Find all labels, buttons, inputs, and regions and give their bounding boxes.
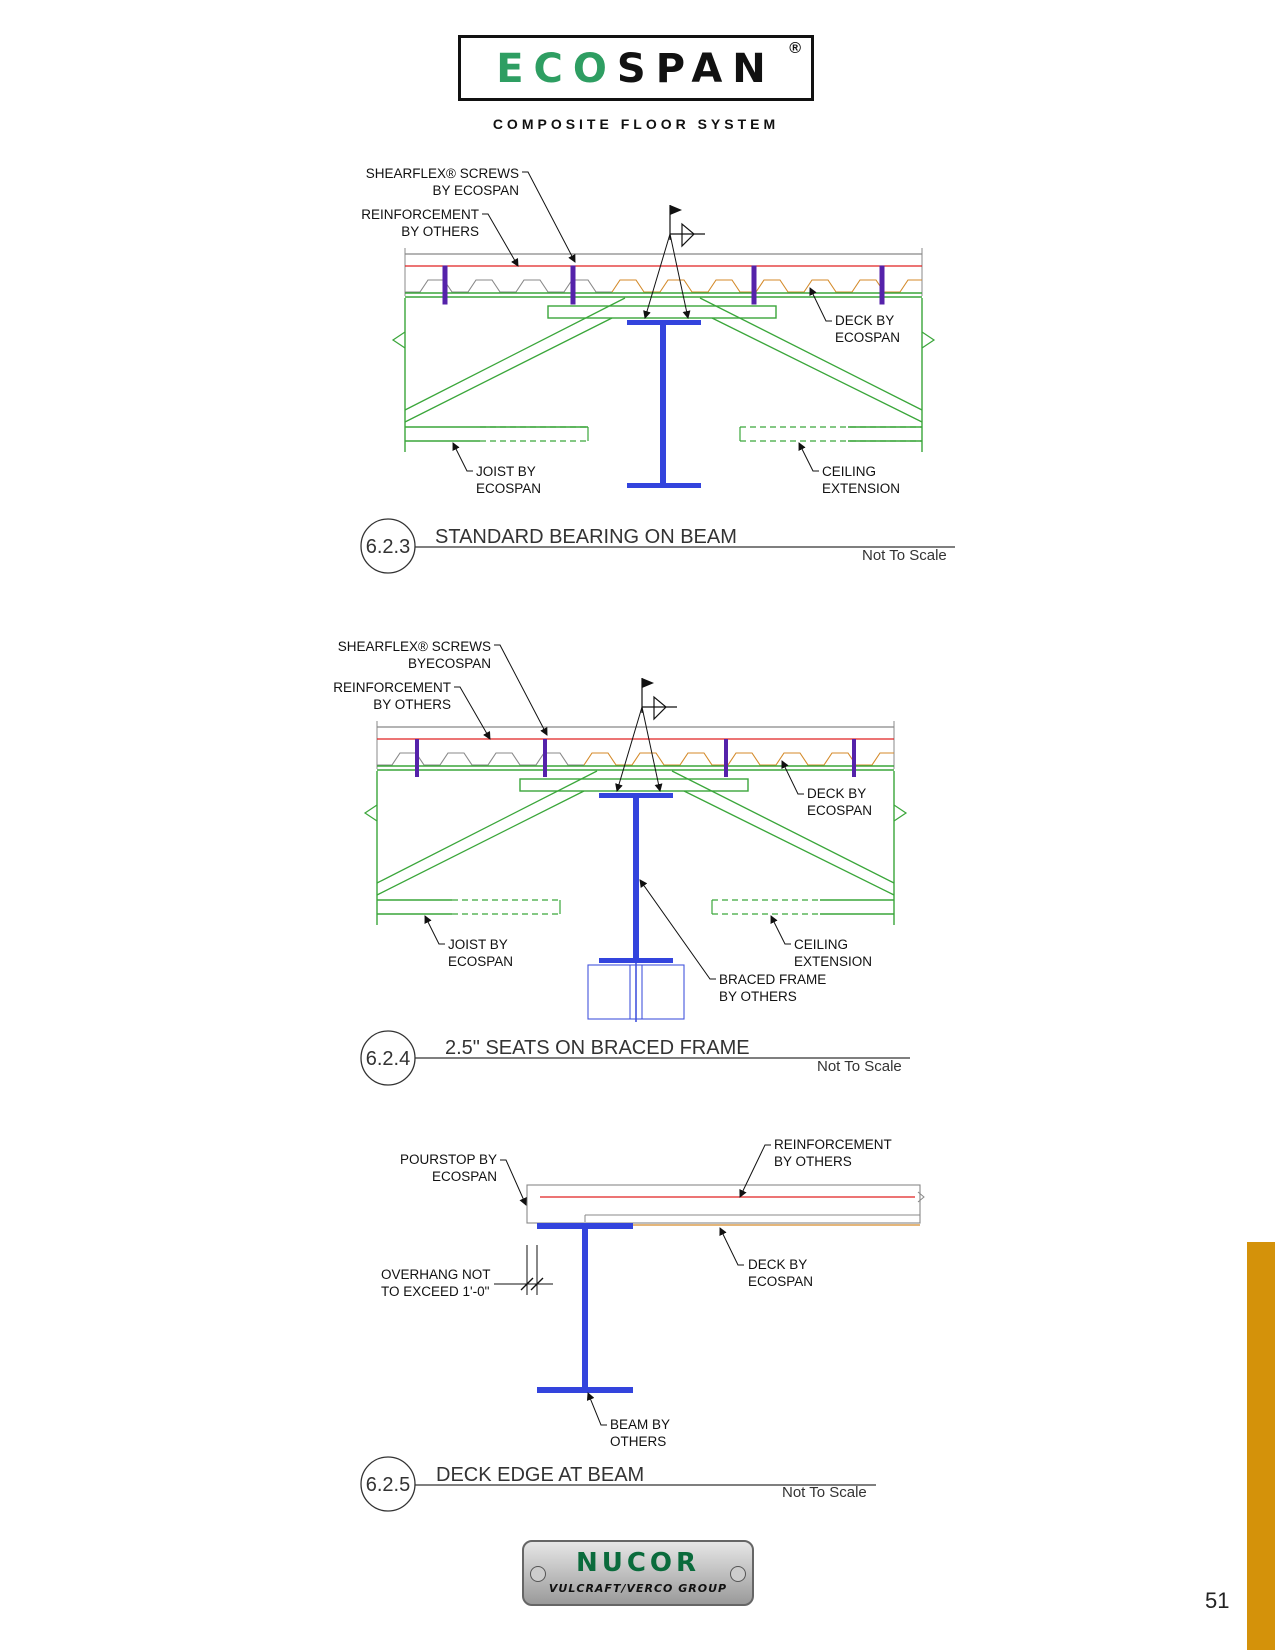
scale-note: Not To Scale xyxy=(817,1058,902,1075)
detail-6-2-4: SHEARFLEX® SCREWS BYECOSPAN REINFORCEMEN… xyxy=(333,639,910,1086)
label-deck-line1: DECK BY xyxy=(807,786,866,801)
label-ceiling-line1: CEILING xyxy=(794,937,848,952)
label-joist-line1: JOIST BY xyxy=(448,937,508,952)
nucor-wordmark: NUCOR xyxy=(575,1548,701,1578)
bolt-icon xyxy=(530,1566,546,1582)
label-reinforcement-line2: BY OTHERS xyxy=(401,224,479,239)
label-joist-line2: ECOSPAN xyxy=(476,481,541,496)
detail-number: 6.2.4 xyxy=(366,1048,410,1070)
label-joist-line1: JOIST BY xyxy=(476,464,536,479)
label-reinforcement-line1: REINFORCEMENT xyxy=(361,207,479,222)
detail-number: 6.2.5 xyxy=(366,1474,410,1496)
label-screws-line2: BYECOSPAN xyxy=(408,656,491,671)
detail-title: 2.5" SEATS ON BRACED FRAME xyxy=(445,1037,750,1059)
label-reinforcement-line2: BY OTHERS xyxy=(373,697,451,712)
label-reinforcement-line1: REINFORCEMENT xyxy=(333,680,451,695)
section-tab xyxy=(1247,1242,1275,1650)
logo-eco: ECO xyxy=(496,46,617,92)
label-overhang-line2: TO EXCEED 1'-0" xyxy=(381,1284,490,1299)
ecospan-logo: ECOSPAN ® xyxy=(458,35,814,101)
label-screws-line1: SHEARFLEX® SCREWS xyxy=(366,166,519,181)
logo-wordmark: ECOSPAN xyxy=(461,42,811,96)
label-deck-line2: ECOSPAN xyxy=(807,803,872,818)
logo-span: SPAN xyxy=(616,46,776,92)
detail-title: STANDARD BEARING ON BEAM xyxy=(435,526,737,548)
nucor-logo: NUCOR VULCRAFT/VERCO GROUP xyxy=(522,1540,754,1606)
scale-note: Not To Scale xyxy=(782,1484,867,1501)
label-deck-line2: ECOSPAN xyxy=(835,330,900,345)
label-joist-line2: ECOSPAN xyxy=(448,954,513,969)
logo-registered-mark: ® xyxy=(789,40,801,57)
bolt-icon xyxy=(730,1566,746,1582)
label-overhang-line1: OVERHANG NOT xyxy=(381,1267,491,1282)
label-pourstop-line2: ECOSPAN xyxy=(432,1169,497,1184)
label-beam-line2: OTHERS xyxy=(610,1434,666,1449)
detail-6-2-3: SHEARFLEX® SCREWS BY ECOSPAN REINFORCEME… xyxy=(360,166,955,574)
detail-6-2-5: POURSTOP BY ECOSPAN REINFORCEMENT BY OTH… xyxy=(360,1137,925,1512)
nucor-subtitle: VULCRAFT/VERCO GROUP xyxy=(548,1582,728,1595)
label-ceiling-line1: CEILING xyxy=(822,464,876,479)
label-beam-line1: BEAM BY xyxy=(610,1417,670,1432)
label-ceiling-line2: EXTENSION xyxy=(794,954,872,969)
page-number: 51 xyxy=(1205,1588,1230,1613)
label-screws-line1: SHEARFLEX® SCREWS xyxy=(338,639,491,654)
label-screws-line2: BY ECOSPAN xyxy=(432,183,519,198)
label-braced-frame-line2: BY OTHERS xyxy=(719,989,797,1004)
label-deck-line2: ECOSPAN xyxy=(748,1274,813,1289)
label-reinforcement-line2: BY OTHERS xyxy=(774,1154,852,1169)
label-deck-line1: DECK BY xyxy=(835,313,894,328)
logo-subtitle: COMPOSITE FLOOR SYSTEM xyxy=(492,116,780,132)
detail-number-circle xyxy=(360,1456,416,1512)
scale-note: Not To Scale xyxy=(862,547,947,564)
label-pourstop-line1: POURSTOP BY xyxy=(400,1152,497,1167)
detail-number: 6.2.3 xyxy=(366,536,410,558)
label-deck-line1: DECK BY xyxy=(748,1257,807,1272)
label-ceiling-line2: EXTENSION xyxy=(822,481,900,496)
label-reinforcement-line1: REINFORCEMENT xyxy=(774,1137,892,1152)
detail-number-circle xyxy=(360,518,416,574)
detail-title: DECK EDGE AT BEAM xyxy=(436,1464,644,1486)
label-braced-frame-line1: BRACED FRAME xyxy=(719,972,826,987)
